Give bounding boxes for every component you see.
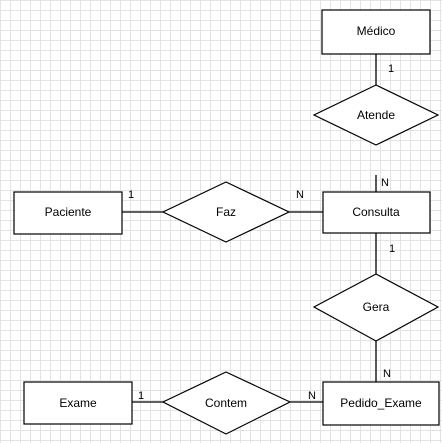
entity-pedido-exame-label: Pedido_Exame xyxy=(340,396,422,410)
cardinality-paciente-faz: 1 xyxy=(128,189,134,201)
cardinality-faz-consulta: N xyxy=(296,189,304,201)
entity-paciente[interactable]: Paciente xyxy=(13,191,123,235)
relationship-contem-label: Contem xyxy=(205,396,247,410)
relationship-atende-label: Atende xyxy=(357,108,395,122)
relationship-atende[interactable]: Atende xyxy=(312,84,440,146)
relationship-gera-label: Gera xyxy=(363,300,390,314)
entity-consulta[interactable]: Consulta xyxy=(322,191,431,234)
relationship-contem[interactable]: Contem xyxy=(161,371,292,435)
cardinality-atende-consulta: N xyxy=(381,177,389,189)
relationship-gera[interactable]: Gera xyxy=(312,273,440,342)
entity-medico[interactable]: Médico xyxy=(321,9,431,55)
cardinality-gera-pedido: N xyxy=(383,368,391,380)
entity-exame-label: Exame xyxy=(59,396,97,410)
cardinality-contem-pedido: N xyxy=(308,390,316,402)
entity-paciente-label: Paciente xyxy=(45,205,92,219)
cardinality-medico-atende: 1 xyxy=(388,63,394,75)
relationship-faz-label: Faz xyxy=(216,205,236,219)
entity-exame[interactable]: Exame xyxy=(23,381,133,425)
entity-pedido-exame[interactable]: Pedido_Exame xyxy=(322,381,440,426)
cardinality-consulta-gera: 1 xyxy=(389,243,395,255)
entity-consulta-label: Consulta xyxy=(352,205,400,219)
cardinality-exame-contem: 1 xyxy=(138,390,144,402)
entity-medico-label: Médico xyxy=(357,24,396,38)
relationship-faz[interactable]: Faz xyxy=(161,181,291,243)
